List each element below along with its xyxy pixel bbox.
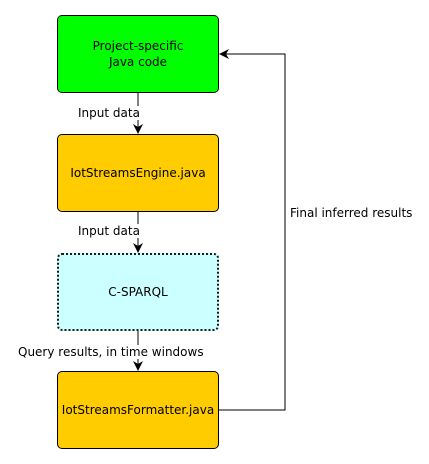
edge-line-4 <box>219 49 286 411</box>
node-project-specific-java-code: Project-specific Java code <box>57 15 219 93</box>
edge-label-query-results: Query results, in time windows <box>18 345 204 359</box>
node-label: Project-specific Java code <box>92 39 184 69</box>
edge-label-input-data-2: Input data <box>78 224 140 238</box>
edge-label-final-inferred-results: Final inferred results <box>290 206 413 220</box>
node-label: C-SPARQL <box>108 285 168 299</box>
node-label: IotStreamsFormatter.java <box>61 403 215 417</box>
node-iotstreamsformatter: IotStreamsFormatter.java <box>57 371 219 449</box>
node-c-sparql: C-SPARQL <box>57 253 219 331</box>
node-iotstreamsengine: IotStreamsEngine.java <box>57 134 219 212</box>
edge-label-input-data-1: Input data <box>78 106 140 120</box>
node-label: IotStreamsEngine.java <box>70 166 206 180</box>
